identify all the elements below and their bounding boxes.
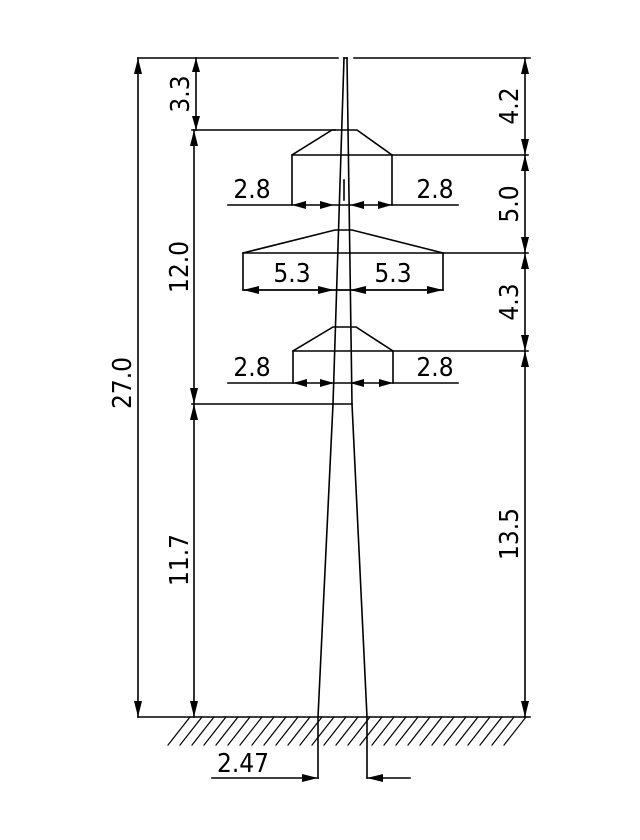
vertical-dimension-lines xyxy=(137,57,526,718)
hatch-stroke xyxy=(419,716,443,746)
hatch-stroke xyxy=(455,716,479,746)
hatch-stroke xyxy=(359,716,383,746)
arrow-4-2-bottom xyxy=(521,139,529,155)
hatch-stroke xyxy=(191,716,215,746)
hatch-stroke xyxy=(407,716,431,746)
arrow-4-3-top xyxy=(521,253,529,269)
arrow-12-0-bottom xyxy=(190,388,198,404)
hatch-stroke xyxy=(167,716,191,746)
arrow-base-left xyxy=(302,774,318,782)
hatch-stroke xyxy=(443,716,467,746)
label-upper-to-lower-arm: 12.0 xyxy=(165,241,195,293)
hatch-stroke xyxy=(503,716,527,746)
arrow-total-bottom xyxy=(134,701,142,717)
hatch-stroke xyxy=(215,716,239,746)
hatch-stroke xyxy=(491,716,515,746)
label-lower-arm-left: 2.8 xyxy=(233,353,270,383)
arrow-upper-left-in xyxy=(320,201,334,209)
label-upper-arm-right: 2.8 xyxy=(416,175,453,205)
label-right-middle-to-lower: 4.3 xyxy=(495,283,525,320)
hatch-stroke xyxy=(371,716,395,746)
arrow-13-5-bottom xyxy=(521,701,529,717)
arrow-lower-left-in xyxy=(320,379,334,387)
hatch-stroke xyxy=(479,716,503,746)
arrow-3-3-bottom xyxy=(192,116,200,130)
tower-shaft-right xyxy=(346,57,368,779)
hatch-stroke xyxy=(287,716,311,746)
label-right-lower-to-ground: 13.5 xyxy=(495,508,525,560)
hatch-stroke xyxy=(251,716,275,746)
arrow-13-5-top xyxy=(521,351,529,367)
label-base-width: 2.47 xyxy=(217,749,269,779)
arrow-12-0-top xyxy=(190,130,198,146)
arrow-middle-right-out xyxy=(427,286,443,294)
arrow-4-3-bottom xyxy=(521,335,529,351)
arrowheads xyxy=(134,58,529,782)
lower-crossarm-outline xyxy=(292,326,394,384)
label-total-height: 27.0 xyxy=(108,357,138,409)
arrow-upper-left-out xyxy=(292,201,306,209)
hatch-stroke xyxy=(395,716,419,746)
arrow-middle-right-in xyxy=(350,286,366,294)
hatch-stroke xyxy=(311,716,335,746)
label-lower-arm-right: 2.8 xyxy=(416,353,453,383)
hatch-stroke xyxy=(203,716,227,746)
upper-crossarm xyxy=(291,129,393,206)
hatch-stroke xyxy=(275,716,299,746)
arrow-3-3-top xyxy=(192,58,200,72)
label-upper-arm-left: 2.8 xyxy=(233,175,270,205)
label-lower-arm-to-ground: 11.7 xyxy=(165,534,195,586)
arrow-5-0-top xyxy=(521,155,529,171)
lower-crossarm xyxy=(292,326,394,384)
hatch-stroke xyxy=(383,716,407,746)
hatch-stroke xyxy=(227,716,251,746)
tower-shaft-left xyxy=(317,57,345,779)
tower-body xyxy=(317,57,368,779)
hatch-stroke xyxy=(431,716,455,746)
extension-lines xyxy=(137,57,531,405)
arrow-middle-left-in xyxy=(318,286,334,294)
arrow-11-7-top xyxy=(190,404,198,420)
arrow-upper-right-out xyxy=(378,201,392,209)
label-middle-arm-left: 5.3 xyxy=(273,259,310,289)
arrow-lower-left-out xyxy=(293,379,307,387)
arrow-base-right xyxy=(367,774,383,782)
hatch-stroke xyxy=(299,716,323,746)
label-right-top: 4.2 xyxy=(495,87,525,124)
ground xyxy=(137,716,531,746)
hatch-stroke xyxy=(335,716,359,746)
arrow-4-2-top xyxy=(521,58,529,74)
hatch-stroke xyxy=(263,716,287,746)
label-middle-arm-right: 5.3 xyxy=(374,259,411,289)
dimension-labels: 27.0 3.3 12.0 11.7 4.2 5.0 4.3 13.5 2.8 … xyxy=(108,75,525,779)
arrow-lower-right-out xyxy=(379,379,393,387)
hatch-stroke xyxy=(179,716,203,746)
arrow-middle-left-out xyxy=(243,286,259,294)
hatch-stroke xyxy=(239,716,263,746)
arrow-11-7-bottom xyxy=(190,701,198,717)
hatch-stroke xyxy=(323,716,347,746)
hatch-stroke xyxy=(467,716,491,746)
ground-hatching xyxy=(167,716,527,746)
arrow-upper-right-in xyxy=(350,201,364,209)
arrow-total-top xyxy=(134,58,142,74)
upper-crossarm-outline xyxy=(291,129,393,206)
label-top-to-upper-arm: 3.3 xyxy=(166,75,196,112)
hatch-stroke xyxy=(347,716,371,746)
arrow-5-0-bottom xyxy=(521,237,529,253)
label-right-upper-to-middle: 5.0 xyxy=(495,185,525,222)
arrow-lower-right-in xyxy=(350,379,364,387)
